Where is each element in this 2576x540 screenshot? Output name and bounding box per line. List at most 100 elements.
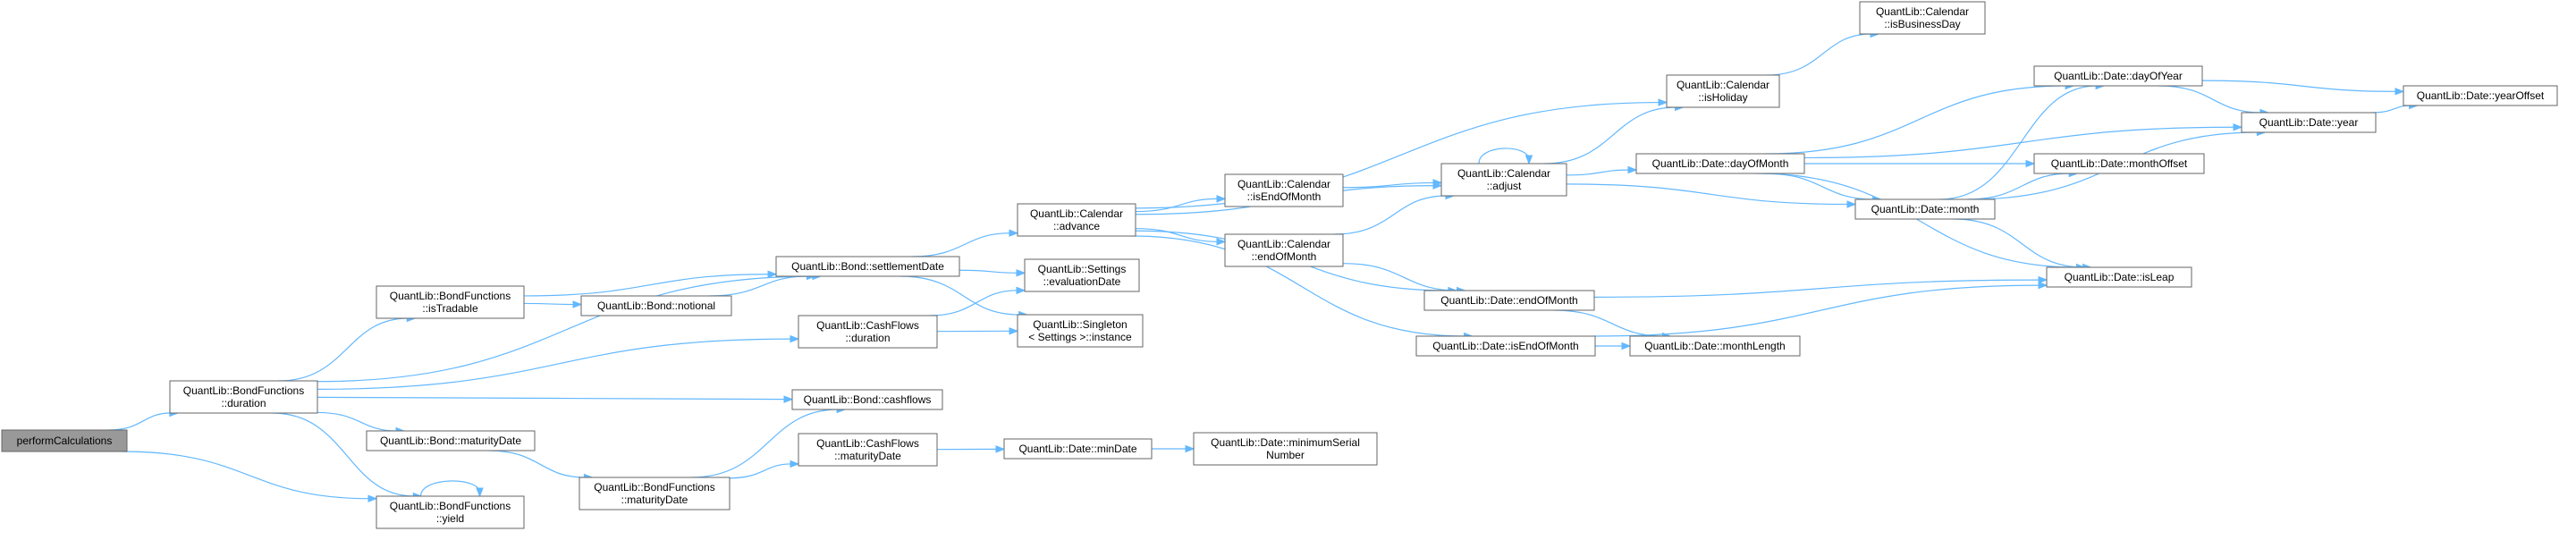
node-dyoff[interactable]: QuantLib::Date::yearOffset	[2403, 85, 2558, 106]
node-box	[2241, 112, 2377, 133]
node-dmin[interactable]: QuantLib::Date::minDate	[1003, 438, 1153, 460]
node-label: QuantLib::Calendar	[1030, 207, 1123, 220]
node-label: QuantLib::Date::isEndOfMonth	[1432, 340, 1578, 352]
node-dmoff[interactable]: QuantLib::Date::monthOffset	[2033, 153, 2205, 174]
edge-ddoy-dyear	[2158, 85, 2270, 117]
edge-ddom-dmonth	[1764, 173, 1882, 204]
node-bfdur[interactable]: QuantLib::BondFunctions::duration	[169, 380, 318, 414]
node-calisbd[interactable]: QuantLib::Calendar::isBusinessDay	[1859, 1, 1986, 35]
node-bnot[interactable]: QuantLib::Bond::notional	[580, 295, 732, 316]
node-label: QuantLib::Bond::settlementDate	[791, 260, 944, 273]
node-box	[2046, 266, 2192, 288]
node-caliseom[interactable]: QuantLib::Calendar::isEndOfMonth	[1224, 173, 1344, 207]
node-deom[interactable]: QuantLib::Date::endOfMonth	[1423, 290, 1595, 311]
node-bfistr[interactable]: QuantLib::BondFunctions::isTradable	[376, 285, 525, 319]
node-seteval[interactable]: QuantLib::Settings::evaluationDate	[1024, 258, 1140, 292]
node-box	[775, 256, 960, 277]
edge-pc-bfyield	[122, 451, 378, 502]
node-label: < Settings >::instance	[1028, 331, 1132, 343]
node-box	[1, 429, 128, 452]
edge-ddom-ddoy	[1764, 81, 2075, 155]
node-ddoy[interactable]: QuantLib::Date::dayOfYear	[2033, 65, 2203, 87]
node-label: QuantLib::Calendar	[1237, 238, 1330, 250]
node-ddom[interactable]: QuantLib::Date::dayOfMonth	[1635, 153, 1805, 174]
node-dmlen[interactable]: QuantLib::Date::monthLength	[1629, 335, 1801, 357]
node-label: QuantLib::Bond::notional	[597, 300, 715, 312]
node-label: QuantLib::Singleton	[1033, 318, 1127, 331]
node-label: QuantLib::Calendar	[1237, 178, 1330, 190]
node-calishol[interactable]: QuantLib::Calendar::isHoliday	[1666, 74, 1780, 108]
node-label: QuantLib::Date::endOfMonth	[1440, 294, 1577, 307]
node-label: QuantLib::Date::dayOfMonth	[1652, 157, 1789, 170]
node-box	[1193, 432, 1378, 466]
node-box	[1423, 290, 1595, 311]
node-box	[1859, 1, 1986, 35]
edge-deom-disleap	[1593, 275, 2048, 298]
node-label: ::isBusinessDay	[1884, 18, 1960, 30]
edge-cfdur-seteval	[928, 286, 1026, 316]
node-label: QuantLib::Date::minimumSerial	[1211, 436, 1360, 449]
node-box	[798, 315, 938, 349]
node-label: ::yield	[436, 512, 464, 525]
node-cfdur[interactable]: QuantLib::CashFlows::duration	[798, 315, 938, 349]
edge-ddom-disleap	[1754, 173, 2086, 272]
edge-ddoy-dyoff	[2201, 80, 2405, 96]
edge-bsett-caladv	[911, 229, 1019, 257]
node-label: ::maturityDate	[621, 494, 688, 506]
node-label: ::isEndOfMonth	[1247, 190, 1322, 203]
node-box	[1440, 163, 1567, 197]
node-label: QuantLib::Date::month	[1871, 203, 1980, 215]
node-caleom[interactable]: QuantLib::Calendar::endOfMonth	[1224, 233, 1344, 267]
node-caladj[interactable]: QuantLib::Calendar::adjust	[1440, 163, 1567, 197]
node-dmonth[interactable]: QuantLib::Date::month	[1854, 198, 1996, 220]
node-box	[1224, 233, 1344, 267]
edge-bfdur-bfistr	[278, 314, 417, 382]
node-bmat[interactable]: QuantLib::Bond::maturityDate	[366, 430, 536, 451]
node-box	[376, 285, 525, 319]
node-label: ::maturityDate	[834, 450, 901, 462]
edge-ddom-dmoff	[1804, 159, 2036, 168]
node-box	[2033, 65, 2203, 87]
node-box	[1003, 438, 1153, 460]
node-label: ::advance	[1053, 220, 1100, 232]
node-box	[798, 433, 938, 467]
node-cfmat[interactable]: QuantLib::CashFlows::maturityDate	[798, 433, 938, 467]
node-diseom[interactable]: QuantLib::Date::isEndOfMonth	[1415, 335, 1596, 357]
node-caladv[interactable]: QuantLib::Calendar::advance	[1017, 203, 1136, 237]
edge-caladj-ddom	[1566, 165, 1638, 176]
node-label: ::duration	[221, 397, 266, 409]
node-label: ::evaluationDate	[1043, 275, 1121, 288]
edge-cfmat-dmin	[936, 445, 1006, 453]
edge-pc-bfdur	[108, 409, 180, 431]
node-label: QuantLib::Date::year	[2259, 116, 2359, 129]
node-label: QuantLib::Date::yearOffset	[2417, 89, 2545, 102]
nodes: performCalculationsQuantLib::BondFunctio…	[1, 1, 2558, 529]
edge-caleom-deom	[1342, 263, 1466, 295]
node-label: QuantLib::BondFunctions	[594, 481, 714, 494]
node-box	[1629, 335, 1801, 357]
node-label: QuantLib::CashFlows	[816, 319, 919, 332]
node-box	[1024, 258, 1140, 292]
node-label: QuantLib::BondFunctions	[390, 290, 511, 302]
node-label: QuantLib::Date::monthOffset	[2051, 157, 2188, 170]
node-bcf[interactable]: QuantLib::Bond::cashflows	[791, 389, 943, 410]
node-pc[interactable]: performCalculations	[1, 429, 128, 452]
edge-calishol-calisbd	[1766, 30, 1880, 76]
edge-caladj-caladj	[1478, 148, 1533, 165]
edge-bsett-seteval	[959, 269, 1026, 277]
edge-bfdur-cfdur	[317, 334, 800, 390]
node-box	[2033, 153, 2205, 174]
edge-bfistr-bsett	[523, 270, 778, 297]
node-box	[2403, 85, 2558, 106]
node-bfmat[interactable]: QuantLib::BondFunctions::maturityDate	[579, 477, 731, 510]
node-label: QuantLib::BondFunctions	[183, 384, 304, 397]
node-disleap[interactable]: QuantLib::Date::isLeap	[2046, 266, 2192, 288]
node-label: Number	[1266, 449, 1305, 461]
node-dyear[interactable]: QuantLib::Date::year	[2241, 112, 2377, 133]
node-bsett[interactable]: QuantLib::Bond::settlementDate	[775, 256, 960, 277]
node-label: performCalculations	[17, 435, 113, 447]
node-bfyield[interactable]: QuantLib::BondFunctions::yield	[376, 495, 525, 529]
node-singinst[interactable]: QuantLib::Singleton< Settings >::instanc…	[1017, 314, 1144, 348]
